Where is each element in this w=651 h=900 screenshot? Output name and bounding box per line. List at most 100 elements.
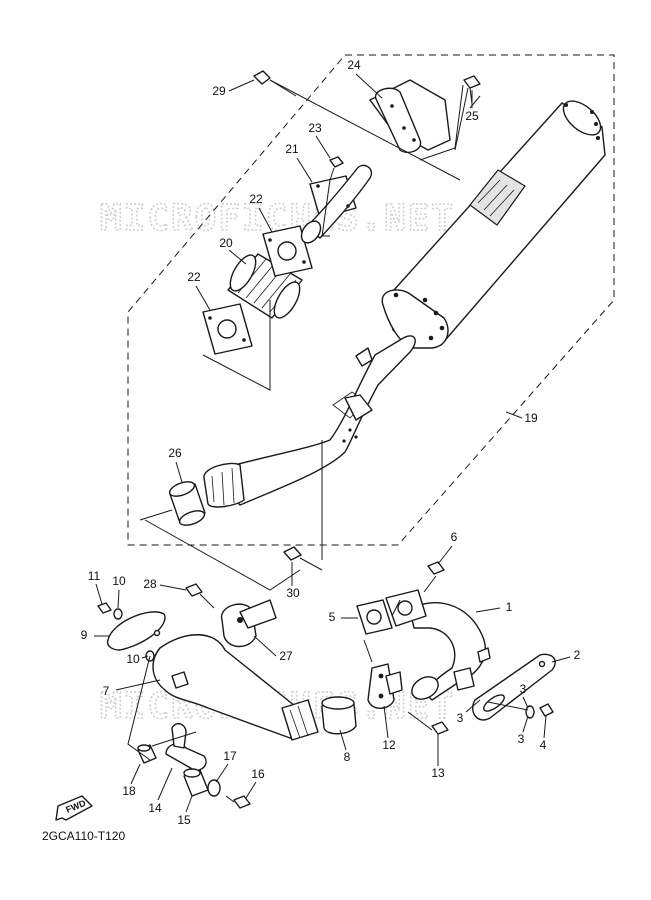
callout-16: 16 [245,767,265,799]
svg-text:13: 13 [431,766,445,780]
svg-text:8: 8 [344,750,351,764]
svg-text:7: 7 [103,684,110,698]
callout-4: 4 [540,715,547,752]
svg-text:24: 24 [347,58,361,72]
assembly-leaders-lower [127,575,529,761]
cap-24 [369,79,451,154]
svg-text:29: 29 [212,84,226,98]
svg-text:26: 26 [168,446,182,460]
callout-10b: 10 [126,652,149,666]
svg-text:16: 16 [251,767,265,781]
bolt-29 [253,70,297,97]
exhaust-pipe-7 [152,634,319,741]
exhaust-pipe-1 [385,589,491,701]
nut-6 [427,561,445,575]
gasket-5 [356,599,393,635]
callout-10a: 10 [112,574,126,609]
bolt-11 [97,602,112,614]
callout-7: 7 [103,679,161,698]
bracket-14 [165,722,207,771]
svg-text:21: 21 [285,142,299,156]
svg-text:5: 5 [329,610,336,624]
gasket-8 [321,696,357,735]
silencer-assembly-boundary [127,54,615,546]
silencer-body [381,100,606,349]
assembly-leaders-upper [139,79,481,591]
band-27 [221,599,277,648]
callout-29: 29 [212,79,255,98]
svg-text:19: 19 [524,411,538,425]
callout-22b: 22 [187,270,211,311]
svg-text:30: 30 [286,586,300,600]
svg-text:23: 23 [308,121,322,135]
damper-10 [113,608,123,620]
damper-15 [183,768,209,797]
gasket-22-lower [202,303,253,355]
callout-28: 28 [143,577,187,591]
svg-text:28: 28 [143,577,157,591]
callout-17: 17 [215,749,237,783]
bolt-4 [539,703,554,717]
damper-3 [525,705,535,719]
svg-text:27: 27 [279,649,293,663]
callout-9: 9 [81,628,110,642]
svg-text:2: 2 [574,648,581,662]
protector-9 [106,611,166,651]
callout-15: 15 [177,795,193,827]
bracket-12 [367,663,403,709]
svg-text:18: 18 [122,784,136,798]
callout-21: 21 [285,142,313,183]
callout-25: 25 [465,90,479,123]
callout-18: 18 [122,763,141,798]
svg-text:20: 20 [219,236,233,250]
callout-6: 6 [437,530,458,565]
callout-26: 26 [168,446,183,483]
fwd-arrow-icon: FWD [55,795,93,821]
svg-text:1: 1 [506,600,513,614]
svg-text:10: 10 [112,574,126,588]
callout-19: 19 [505,411,538,425]
svg-text:3: 3 [457,711,464,725]
callout-24: 24 [347,58,383,99]
svg-text:14: 14 [148,801,162,815]
svg-text:3: 3 [520,682,527,696]
svg-text:6: 6 [451,530,458,544]
bolt-13 [407,711,449,735]
callout-22a: 22 [249,192,273,233]
bolt-23 [329,156,344,181]
svg-text:15: 15 [177,813,191,827]
bolt-28 [185,583,215,609]
svg-text:12: 12 [382,738,396,752]
callout-3a: 3 [457,699,481,725]
gasket-22-upper [262,225,313,277]
bolt-30 [283,546,323,571]
silencer-inlet-pipe [203,335,416,508]
callout-27: 27 [253,635,293,663]
svg-text:25: 25 [465,109,479,123]
end-pipe-21 [300,164,373,244]
svg-text:9: 9 [81,628,88,642]
drawing-code: 2GCA110-T120 [42,829,125,843]
callout-8: 8 [339,729,351,764]
svg-text:4: 4 [540,738,547,752]
svg-text:22: 22 [249,192,263,206]
callout-20: 20 [219,236,247,265]
collar-17 [207,779,221,797]
callout-30: 30 [286,562,300,600]
svg-text:17: 17 [223,749,237,763]
callout-3b: 3 [518,715,529,746]
bolt-16 [225,795,251,809]
callout-23: 23 [308,121,331,159]
collar-18 [137,744,157,764]
callout-2: 2 [551,648,581,663]
callout-11: 11 [88,569,103,605]
svg-text:3: 3 [518,732,525,746]
svg-text:22: 22 [187,270,201,284]
callout-1: 1 [475,600,513,614]
gasket-26 [168,481,206,526]
callout-14: 14 [148,767,173,815]
svg-text:11: 11 [88,569,101,583]
callout-3c: 3 [520,682,529,709]
bolt-25 [463,75,481,105]
